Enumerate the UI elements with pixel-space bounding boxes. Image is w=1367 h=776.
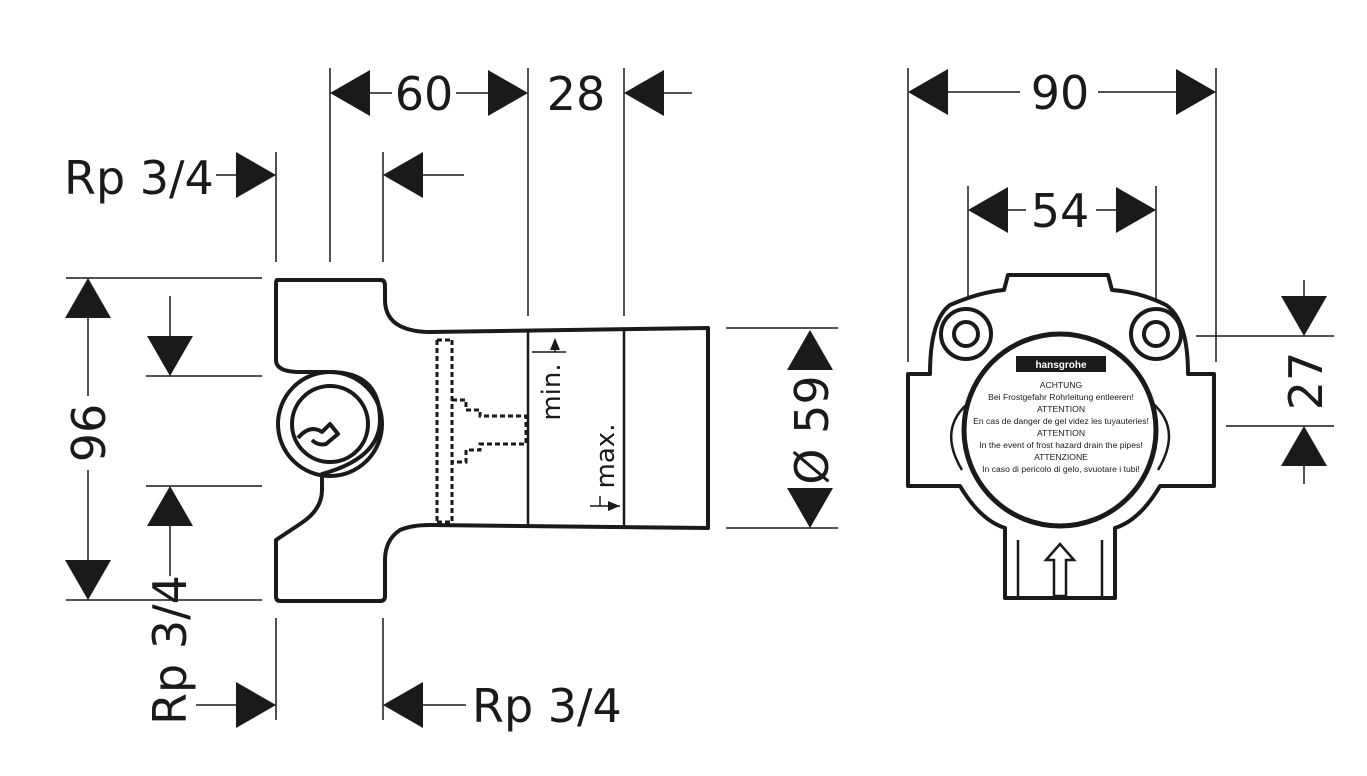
plate-line-7: ATTENZIONE [1034, 452, 1088, 462]
valve-handle-icon [296, 422, 340, 447]
mount-hole-left [952, 320, 980, 348]
plate-line-4: En cas de danger de gel videz les tuyaut… [973, 416, 1149, 426]
inlet-port-ring [276, 370, 384, 478]
plate-line-2: Bei Frostgefahr Rohrleitung entleeren! [988, 392, 1134, 402]
cartridge-dashed-outline [435, 338, 528, 524]
dim-60-label: 60 [395, 67, 454, 121]
dim-90-label: 90 [1031, 66, 1090, 120]
thread-top-callout: Rp 3/4 [64, 151, 464, 205]
front-extension-lines [907, 68, 1334, 427]
dimension-28: 28 [547, 67, 692, 121]
dim-28-label: 28 [547, 67, 606, 121]
dim-59-label: Ø 59 [785, 375, 839, 484]
dimension-90: 90 [908, 66, 1216, 120]
dim-27-label: 27 [1279, 352, 1333, 411]
front-view: hansgrohe ACHTUNG Bei Frostgefahr Rohrle… [906, 273, 1216, 600]
side-extension-lines [66, 68, 838, 720]
thread-bottom-left-callout: Rp 3/4 [143, 575, 276, 728]
front-body-outline [906, 273, 1216, 600]
plate-line-6: In the event of frost hazard drain the p… [979, 440, 1142, 450]
label-plate [961, 331, 1159, 529]
side-view [274, 278, 710, 603]
thread-bottom-right-callout: Rp 3/4 [383, 679, 622, 733]
mount-hole-right [1142, 320, 1170, 348]
port-offset-arrows [147, 296, 193, 576]
mount-lug-left [939, 307, 993, 361]
inlet-port-inner [290, 384, 370, 464]
plate-line-8: In caso di pericolo di gelo, svuotare i … [982, 464, 1140, 474]
thread-top-label: Rp 3/4 [64, 151, 214, 205]
depth-markers: min. max. [532, 338, 621, 511]
valve-body-outline [274, 278, 710, 603]
dimension-54: 54 [968, 184, 1156, 238]
dim-96-label: 96 [62, 404, 116, 463]
plate-line-5: ATTENTION [1037, 428, 1085, 438]
brand-badge [1016, 356, 1106, 372]
dimension-27: 27 [1279, 280, 1333, 484]
mount-lug-right [1129, 307, 1183, 361]
brand-label: hansgrohe [1035, 360, 1087, 371]
dimension-60: 60 [330, 67, 528, 121]
dimension-96: 96 [62, 278, 116, 600]
plate-line-1: ACHTUNG [1040, 380, 1083, 390]
plate-line-3: ATTENTION [1037, 404, 1085, 414]
dim-54-label: 54 [1031, 184, 1090, 238]
dimension-59: Ø 59 [785, 330, 839, 528]
thread-bottom-left-label: Rp 3/4 [143, 575, 197, 725]
flow-direction-arrow-icon [1043, 542, 1077, 598]
min-label: min. [537, 363, 567, 420]
max-label: max. [591, 424, 621, 489]
thread-bottom-right-label: Rp 3/4 [472, 679, 622, 733]
